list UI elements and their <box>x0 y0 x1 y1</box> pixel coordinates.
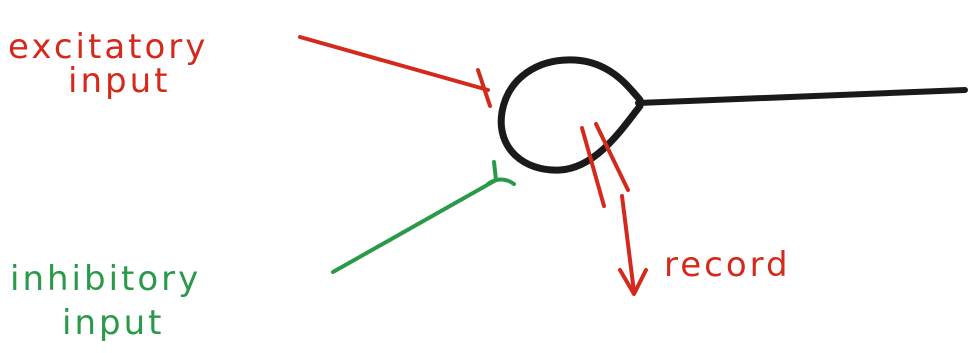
inhibitory-axon-line <box>333 180 496 272</box>
electrode-right <box>596 124 628 190</box>
record-label: record <box>664 245 791 285</box>
excitatory-axon-line <box>300 37 488 90</box>
inhibitory-label-line1: inhibitory <box>10 259 201 299</box>
inhibitory-label-line2: input <box>62 303 164 343</box>
neuron-soma <box>501 60 640 170</box>
excitatory-label-line2: input <box>68 61 170 101</box>
inhibitory-synapse-terminal <box>488 162 514 184</box>
neuron-axon <box>638 90 965 103</box>
electrode-left <box>582 128 604 206</box>
